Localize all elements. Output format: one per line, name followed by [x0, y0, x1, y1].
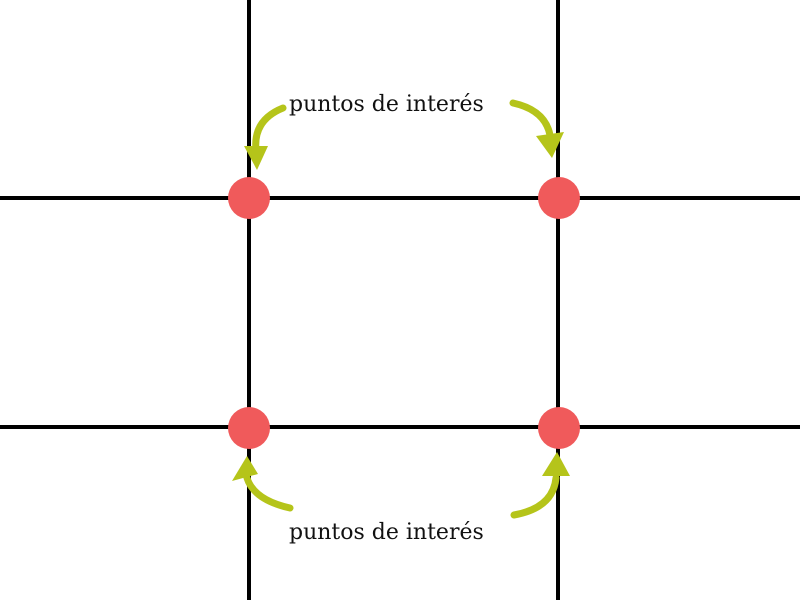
- arrow-bottom-left: [232, 456, 294, 512]
- arrow-top-left: [244, 104, 287, 170]
- arrow-top-right: [509, 99, 564, 158]
- label-bottom: puntos de interés: [289, 520, 484, 545]
- interest-point-bottom-right: [538, 407, 580, 449]
- interest-point-bottom-left: [228, 407, 270, 449]
- label-top: puntos de interés: [289, 92, 484, 117]
- arrow-bottom-right: [510, 452, 570, 519]
- interest-point-top-left: [228, 177, 270, 219]
- interest-point-top-right: [538, 177, 580, 219]
